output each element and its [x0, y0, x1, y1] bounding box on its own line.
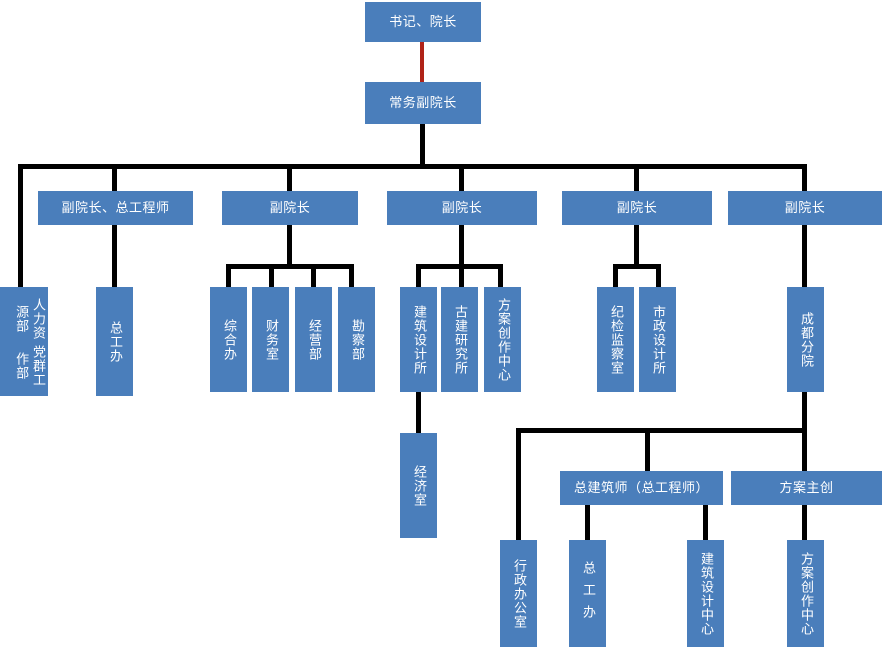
connector-vp2-to-general-office	[226, 264, 231, 288]
node-survey-dept[interactable]: 勘察部	[338, 287, 375, 392]
connector-branch-to-scheme-lead	[802, 428, 807, 471]
connector-vp4-to-municipal-design	[656, 264, 661, 288]
node-branch-scheme-creation-center[interactable]: 方案创作中心	[787, 540, 824, 647]
node-municipal-design-institute[interactable]: 市政设计所	[639, 287, 676, 392]
connector-chief-architect-to-arch-design-center	[703, 505, 708, 541]
connector-vp4-drop	[634, 225, 639, 267]
connector-vp3-to-arch-design-institute	[416, 264, 421, 288]
connector-main-bus	[18, 164, 807, 169]
node-admin-office[interactable]: 行政办公室	[500, 540, 537, 647]
connector-vp3-to-scheme-creation-center	[498, 264, 503, 288]
node-vp1[interactable]: 副院长、总工程师	[38, 191, 193, 225]
node-vp2[interactable]: 副院长	[222, 191, 358, 225]
connector-vp3-drop	[459, 225, 464, 267]
node-executive-vp[interactable]: 常务副院长	[365, 82, 481, 124]
node-scheme-creation-center[interactable]: 方案创作中心	[484, 287, 521, 392]
node-vp4[interactable]: 副院长	[562, 191, 712, 225]
connector-chief-architect-to-ce-office	[585, 505, 590, 541]
connector-bus-to-vp2	[287, 164, 292, 192]
connector-root-to-executive-vp	[420, 42, 424, 84]
connector-branch-to-chief-architect	[645, 428, 650, 471]
node-vp3[interactable]: 副院长	[387, 191, 537, 225]
connector-bus-to-vp5	[802, 164, 807, 192]
node-scheme-lead[interactable]: 方案主创	[731, 471, 882, 505]
connector-vp2-drop	[287, 225, 292, 267]
connector-bus-to-vp3	[459, 164, 464, 192]
connector-arch-design-to-economics-office	[416, 392, 421, 434]
connector-vp2-bus	[226, 264, 354, 269]
node-general-office[interactable]: 综合办	[210, 287, 247, 392]
node-chengdu-branch[interactable]: 成都分院	[787, 287, 824, 392]
node-party-affairs-and-hr[interactable]: 党群工作部 人力资源部	[0, 287, 48, 396]
connector-vp1-to-chief-engineer-office	[112, 225, 117, 288]
node-finance-office[interactable]: 财务室	[252, 287, 289, 392]
node-branch-chief-engineer-office[interactable]: 总工办	[569, 540, 606, 647]
node-operations-dept[interactable]: 经营部	[295, 287, 332, 392]
connector-bus-to-vp4	[634, 164, 639, 192]
connector-executive-vp-drop	[420, 124, 425, 168]
connector-scheme-lead-to-creation-center	[802, 505, 807, 541]
connector-bus-to-vp1	[112, 164, 117, 192]
connector-branch-bus	[516, 428, 807, 433]
node-human-resources-label: 人力资源部	[14, 297, 46, 340]
connector-chengdu-branch-drop	[802, 392, 807, 432]
connector-vp3-to-ancient-arch-institute	[459, 264, 464, 288]
node-economics-office[interactable]: 经济室	[400, 433, 437, 538]
connector-bus-to-party-hr	[18, 164, 23, 289]
connector-vp4-to-discipline-inspection	[613, 264, 618, 288]
connector-vp4-bus	[613, 264, 661, 269]
node-vp5[interactable]: 副院长	[728, 191, 882, 225]
node-ancient-arch-institute[interactable]: 古建研究所	[441, 287, 478, 392]
connector-vp2-to-operations-dept	[311, 264, 316, 288]
node-discipline-inspection-office[interactable]: 纪检监察室	[597, 287, 634, 392]
node-chief-architect[interactable]: 总建筑师（总工程师）	[560, 471, 723, 505]
node-party-affairs-label: 党群工作部	[14, 345, 46, 388]
node-chief-engineer-office[interactable]: 总工办	[96, 287, 133, 396]
connector-vp2-to-finance-office	[269, 264, 274, 288]
node-root[interactable]: 书记、院长	[365, 2, 481, 42]
connector-branch-to-admin-office	[516, 428, 521, 540]
connector-vp2-to-survey-dept	[349, 264, 354, 288]
connector-vp5-to-chengdu-branch	[802, 225, 807, 288]
node-arch-design-center[interactable]: 建筑设计中心	[687, 540, 724, 647]
node-arch-design-institute[interactable]: 建筑设计所	[400, 287, 437, 392]
